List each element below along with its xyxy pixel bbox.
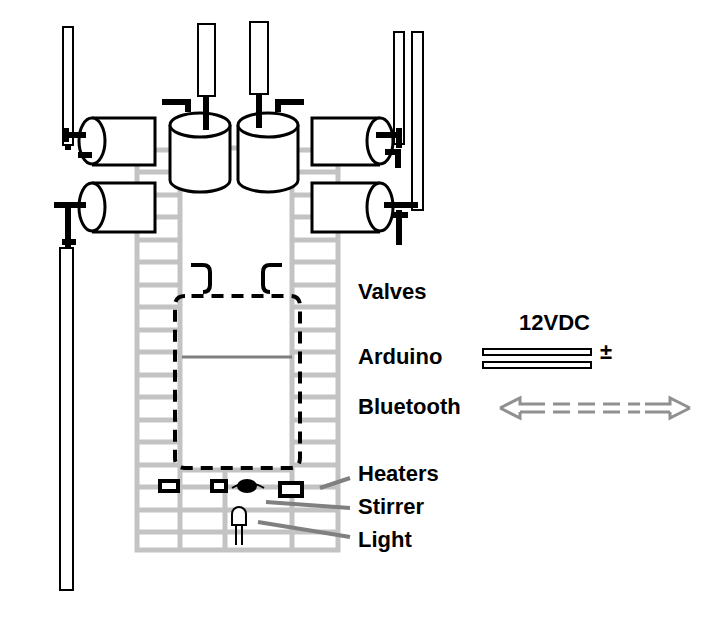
valve-cylinders (79, 113, 393, 232)
battery-symbol (483, 349, 591, 368)
part-label: Arduino (358, 345, 442, 369)
vessel (175, 265, 300, 468)
voltage-label: 12VDC (519, 311, 590, 335)
liquid-level (182, 356, 292, 359)
polarity-sign: ± (600, 340, 612, 364)
part-label: Heaters (358, 462, 439, 486)
part-label: Bluetooth (358, 395, 461, 419)
frame (137, 148, 338, 550)
part-label: Stirrer (358, 495, 424, 519)
light-bulb (232, 507, 246, 545)
heaters (160, 481, 302, 496)
stirrer (237, 479, 257, 493)
leader-lines (258, 478, 350, 537)
part-label: Valves (358, 280, 427, 304)
valve-handles (54, 94, 418, 248)
stirrer-blade (232, 483, 264, 488)
part-label: Light (358, 528, 412, 552)
bluetooth-arrow (500, 398, 690, 418)
